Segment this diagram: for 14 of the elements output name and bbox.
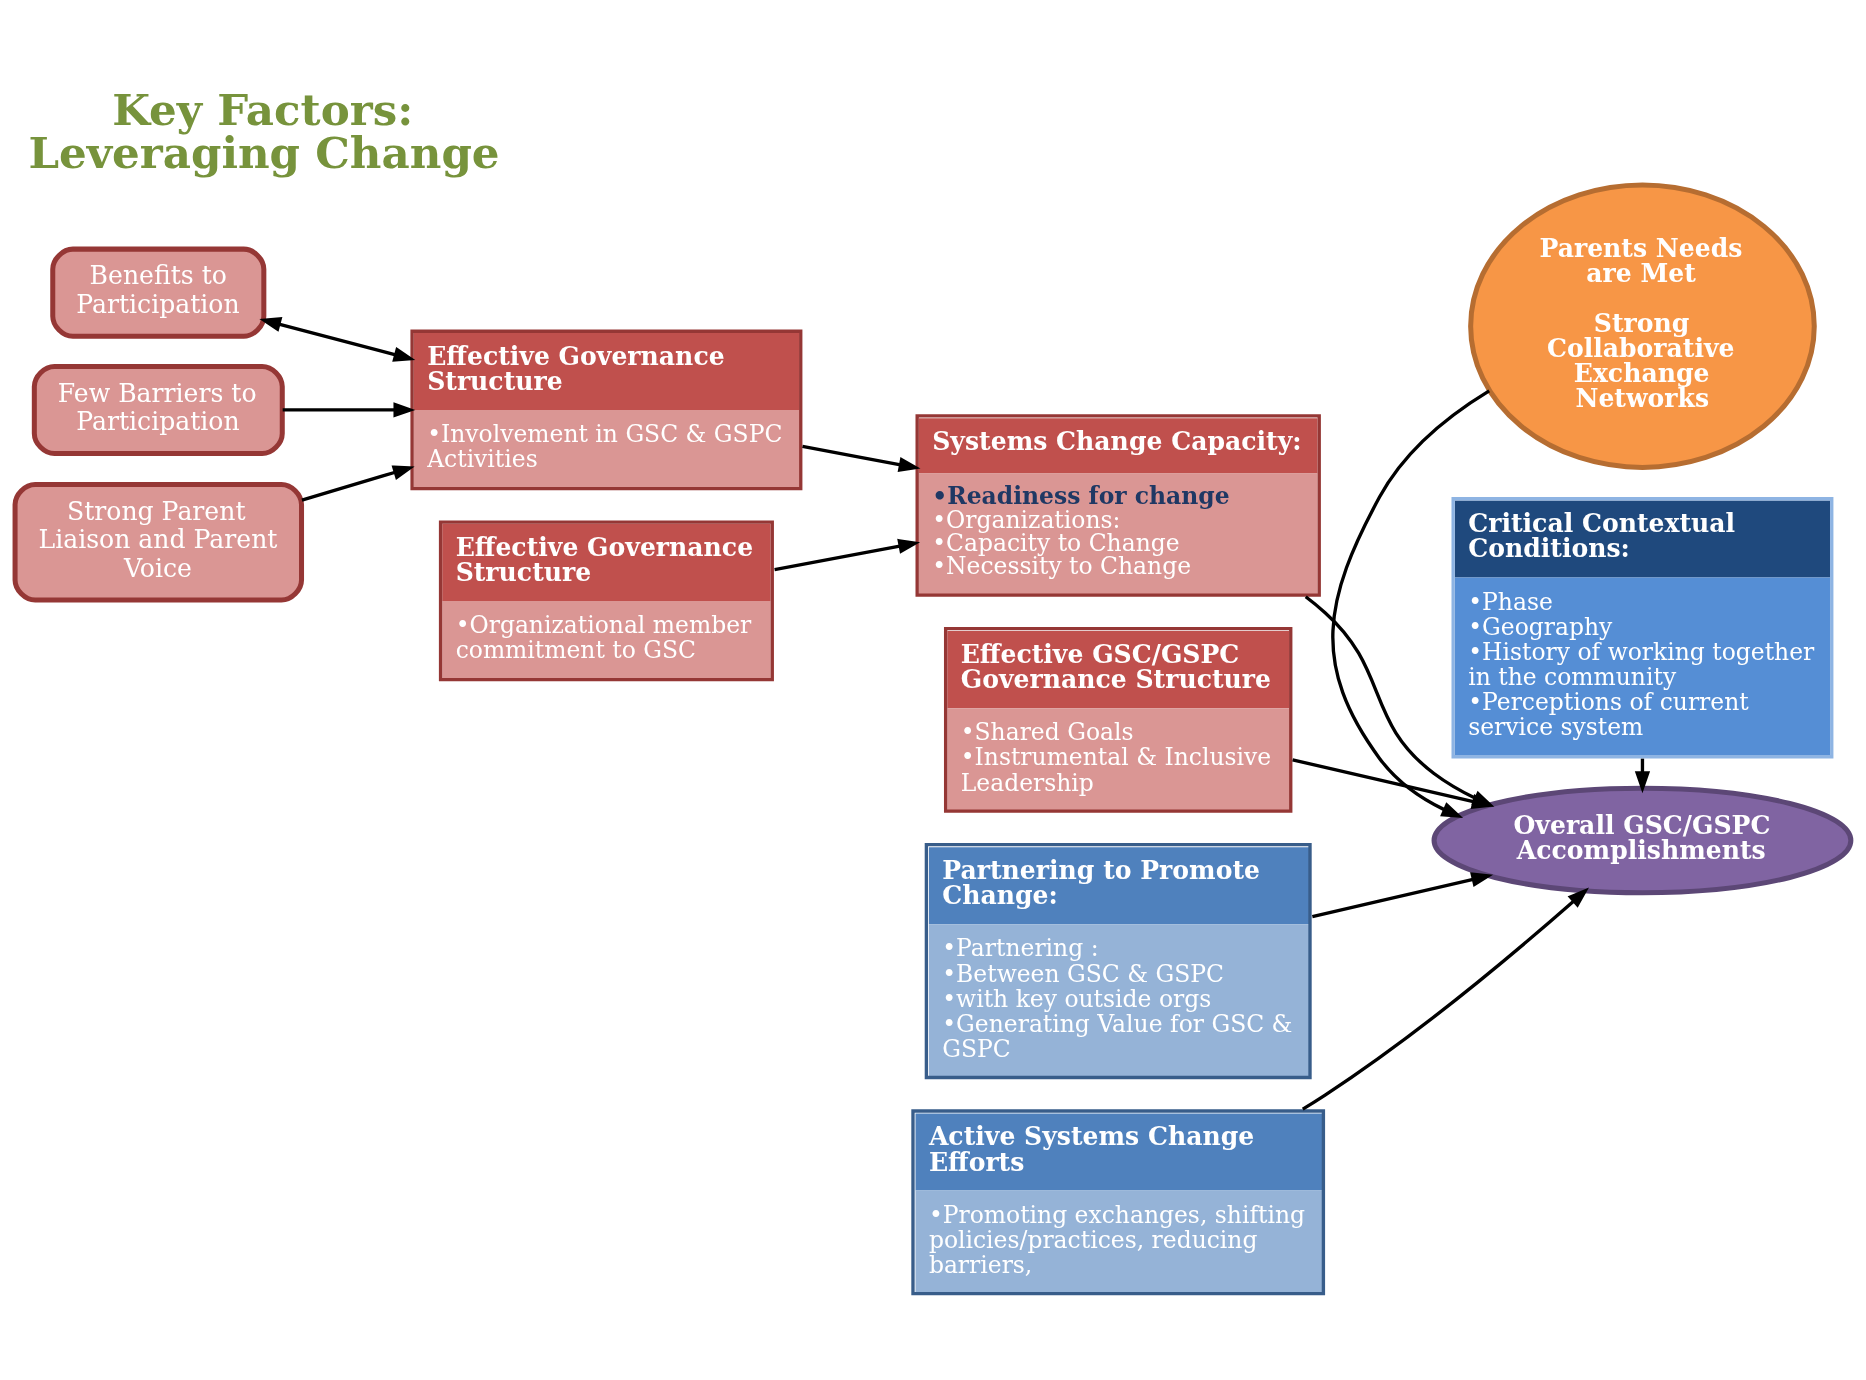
node-ellipse: Overall GSC/GSPC Accomplishments: [1431, 785, 1854, 896]
arrow: [301, 465, 415, 502]
arrow: [802, 444, 921, 473]
arrow: [1331, 389, 1491, 818]
arrow: [282, 402, 416, 418]
node-box: Few Barriers to Participation: [31, 363, 285, 456]
node-box: Benefits to Participation: [50, 246, 267, 339]
node-ellipse: Parents Needs are Met Strong Collaborative Exchange Networks: [1468, 182, 1817, 470]
node-box: Strong Parent Liaison and Parent Voice: [12, 481, 305, 603]
arrow: [774, 538, 921, 572]
arrow: [259, 317, 416, 362]
arrow: [1301, 887, 1589, 1111]
arrow: [1311, 872, 1494, 919]
diagram-title: Key Factors: Leveraging Change: [28, 83, 500, 179]
